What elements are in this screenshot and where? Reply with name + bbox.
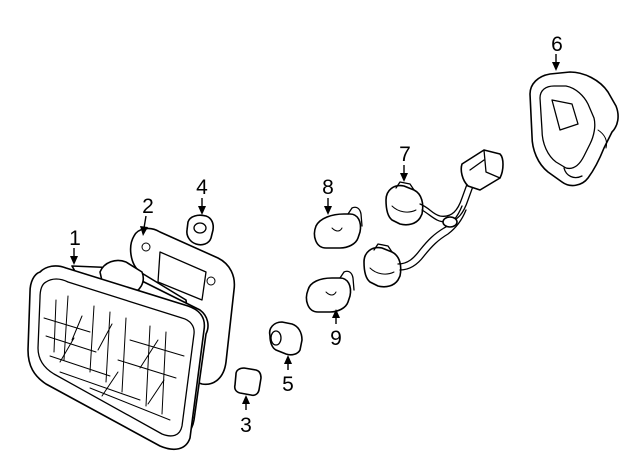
callout-9: 9 xyxy=(330,327,342,350)
part-1-headlamp xyxy=(27,259,209,451)
callout-3: 3 xyxy=(240,414,252,437)
part-4-grommet xyxy=(186,214,215,246)
part-2-gasket xyxy=(129,227,236,386)
part-3-clip xyxy=(233,367,262,397)
callout-6: 6 xyxy=(551,33,563,56)
callout-4: 4 xyxy=(196,176,208,199)
callout-1: 1 xyxy=(69,227,81,250)
part-9-bulb xyxy=(305,270,355,313)
part-7-socket-harness xyxy=(363,149,504,288)
callout-labels: 1 2 3 4 5 6 7 8 9 xyxy=(69,33,563,437)
callout-8: 8 xyxy=(322,176,334,199)
callout-2: 2 xyxy=(142,195,154,218)
callout-5: 5 xyxy=(282,373,294,396)
part-8-bulb xyxy=(313,206,363,249)
part-6-cover xyxy=(529,71,619,187)
part-5-bulb xyxy=(268,321,303,356)
callout-7: 7 xyxy=(399,143,411,166)
callout-arrows xyxy=(70,54,560,410)
